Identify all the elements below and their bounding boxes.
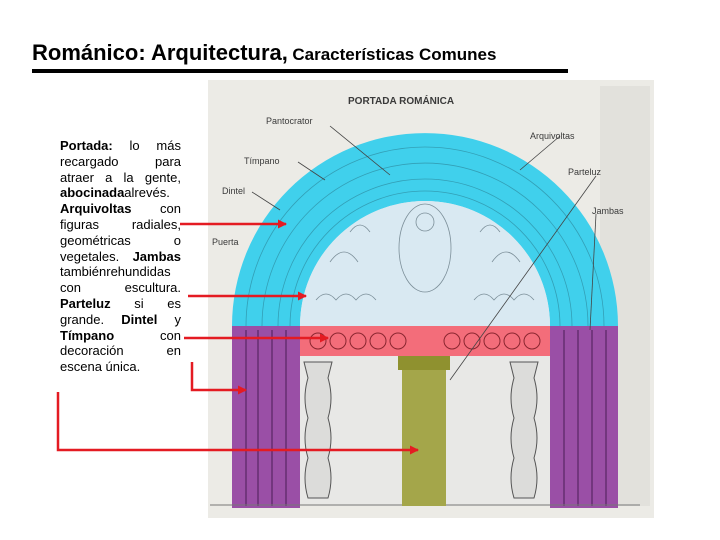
desc-abocinada: alrevés.: [124, 185, 170, 201]
trumeau: [402, 356, 446, 506]
desc-timpano: con decoración en escena única.: [60, 327, 181, 375]
page-title: Románico: Arquitectura, Características …: [32, 40, 496, 66]
desc-portada: lo más recargado para atraer a la gente,: [60, 138, 181, 185]
arrow-jambas: [190, 362, 247, 395]
desc-parteluz: si es grande.: [60, 295, 181, 327]
plate-labels: PORTADA ROMÁNICA Pantocrator Tímpano Din…: [212, 94, 624, 247]
term-dintel: Dintel: [121, 311, 158, 327]
jamb-columns: [245, 330, 607, 506]
jamb-left: [232, 326, 300, 508]
arrow-parteluz: [56, 392, 419, 455]
description-text: Portada: lo más recargado para atraer a …: [60, 138, 181, 375]
label-timpano: Tímpano: [244, 156, 280, 166]
leader-lines: [251, 125, 597, 381]
desc-arquivoltas: con figuras radiales, geométricas o vege…: [60, 201, 181, 264]
term-portada: Portada:: [60, 138, 113, 153]
title-sub: Características Comunes: [292, 45, 497, 64]
diagram-heading: PORTADA ROMÁNICA: [348, 94, 454, 107]
trumeau-capital: [398, 356, 450, 370]
term-abocinada: abocinada: [60, 185, 125, 201]
label-parteluz: Parteluz: [568, 167, 602, 177]
label-arquivoltas: Arquivoltas: [530, 131, 575, 141]
desc-jambas: tambiénrehundidas con escultura.: [60, 264, 181, 296]
label-jambas: Jambas: [592, 206, 624, 216]
term-jambas: Jambas: [132, 248, 181, 264]
label-pantocrator: Pantocrator: [266, 116, 313, 126]
term-arquivoltas: Arquivoltas: [60, 201, 132, 217]
label-puerta: Puerta: [212, 237, 239, 247]
lintel: [300, 326, 550, 356]
title-main: Románico: Arquitectura,: [32, 40, 288, 65]
label-dintel: Dintel: [222, 186, 245, 196]
arquivoltas-band: [232, 133, 618, 326]
red-arrows: [56, 219, 419, 455]
desc-y: y: [157, 311, 181, 327]
inner-pillars: [303, 361, 539, 499]
arquivoltas-rings: [245, 146, 605, 327]
tympanum-sculpture: [315, 203, 535, 301]
title-underline: [32, 69, 568, 73]
term-timpano: Tímpano: [60, 327, 115, 343]
term-parteluz: Parteluz: [60, 295, 111, 311]
jamb-right: [550, 326, 618, 508]
